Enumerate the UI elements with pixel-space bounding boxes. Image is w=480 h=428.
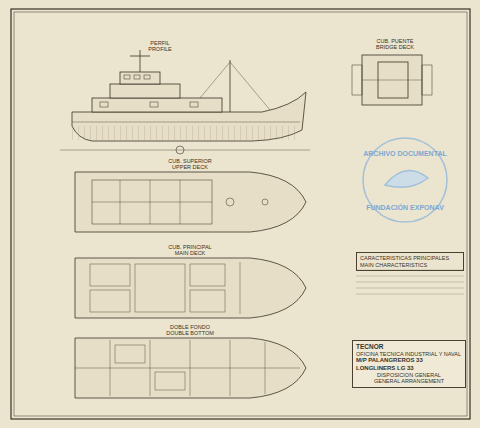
view-title: PERFIL bbox=[150, 40, 169, 46]
watermark: FUNDACIÓN EXPONAV bbox=[366, 204, 444, 212]
view-title: CUB. SUPERIOR bbox=[168, 158, 211, 164]
view-title: BRIDGE DECK bbox=[376, 44, 414, 50]
characteristics-table: CARACTERISTICAS PRINCIPALESMAIN CHARACTE… bbox=[356, 252, 464, 271]
view-title: UPPER DECK bbox=[172, 164, 208, 170]
block-text: GENERAL ARRANGEMENT bbox=[356, 378, 462, 385]
view-title: CUB. PRINCIPAL bbox=[168, 244, 211, 250]
block-text: CARACTERISTICAS PRINCIPALES bbox=[360, 255, 460, 262]
block-text: OFICINA TECNICA INDUSTRIAL Y NAVAL bbox=[356, 351, 462, 358]
block-text: TECNOR bbox=[356, 343, 462, 351]
view-title: MAIN DECK bbox=[175, 250, 206, 256]
view-title: DOBLE FONDO bbox=[170, 324, 210, 330]
block-text: LONGLINERS LG 33 bbox=[356, 365, 462, 372]
block-text: MAIN CHARACTERISTICS bbox=[360, 262, 460, 269]
view-title: PROFILE bbox=[148, 46, 172, 52]
watermark: ARCHIVO DOCUMENTAL bbox=[363, 150, 446, 158]
block-text: DISPOSICION GENERAL bbox=[356, 372, 462, 379]
title-block: TECNOROFICINA TECNICA INDUSTRIAL Y NAVAL… bbox=[352, 340, 466, 388]
block-text: M/P PALANGREROS 33 bbox=[356, 357, 462, 364]
view-title: DOUBLE BOTTOM bbox=[166, 330, 214, 336]
view-title: CUB. PUENTE bbox=[377, 38, 414, 44]
